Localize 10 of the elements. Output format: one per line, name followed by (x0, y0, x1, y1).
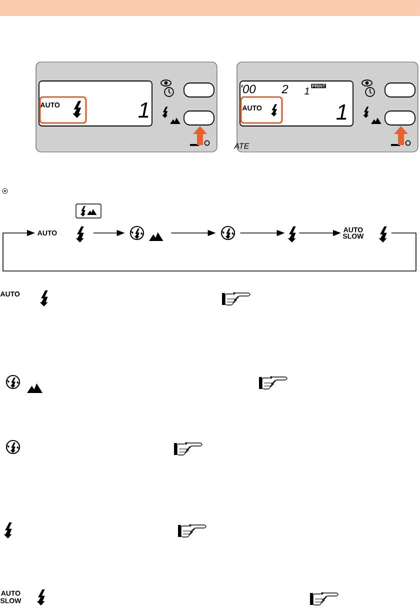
lcd-text: '00 (241, 84, 256, 94)
lcd-digit: 1 (138, 102, 148, 118)
flash-mode-symbol (288, 226, 296, 242)
flash-mode-symbol (130, 226, 164, 241)
panel-text: ATE (234, 143, 250, 149)
lcd-text: 2 (282, 84, 288, 94)
lcd-digit: 1 (336, 104, 346, 120)
arrow (2, 230, 416, 272)
flash-mode-symbol (220, 226, 236, 240)
lcd-text: 1 (304, 88, 309, 94)
